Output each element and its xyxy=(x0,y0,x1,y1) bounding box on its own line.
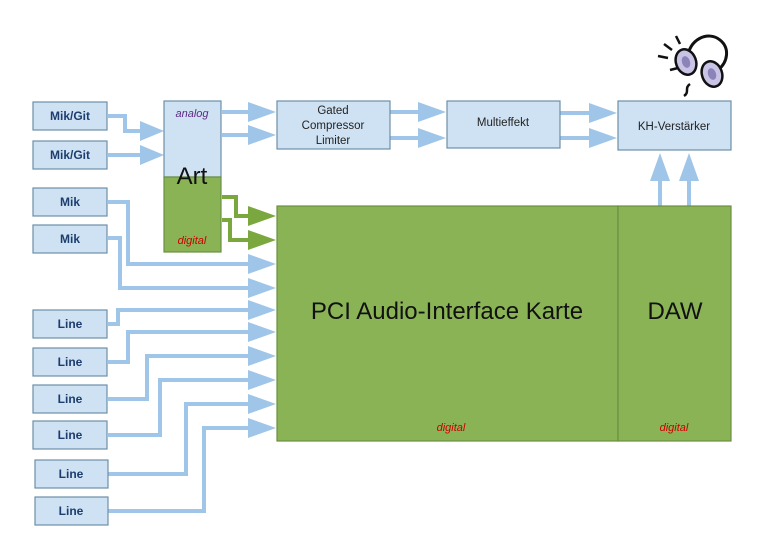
art-box: analog Art digital xyxy=(163,100,222,253)
daw-title: DAW xyxy=(647,298,702,325)
wire-line6-pci xyxy=(108,426,248,513)
input-line-5-label: Line xyxy=(59,467,84,481)
input-line-2-label: Line xyxy=(58,355,83,369)
compressor-label-2: Compressor xyxy=(302,120,365,132)
compressor-label-3: Limiter xyxy=(316,135,351,147)
wire-art-pci-2 xyxy=(222,218,248,242)
arrow-art-pci-2 xyxy=(248,230,276,250)
multieffekt-label: Multieffekt xyxy=(477,117,530,129)
input-line-3: Line xyxy=(32,384,108,414)
arrow-art-comp-1 xyxy=(248,102,276,122)
daw-box: DAW digital xyxy=(617,205,732,442)
input-line-5: Line xyxy=(34,459,109,489)
input-line-2: Line xyxy=(32,347,108,377)
input-line-1-label: Line xyxy=(58,317,83,331)
wire-line2-pci xyxy=(108,330,248,364)
arrow-daw-kh-1 xyxy=(650,153,670,181)
wire-mikgit1-art xyxy=(108,114,140,133)
input-line-4: Line xyxy=(32,420,108,450)
compressor-label-1: Gated xyxy=(317,105,348,117)
multieffekt-box: Multieffekt xyxy=(446,100,561,149)
daw-digital-label: digital xyxy=(660,422,689,434)
arrow-comp-multi-2 xyxy=(418,128,446,148)
pci-card-box: PCI Audio-Interface Karte digital xyxy=(276,205,619,442)
input-mik-2: Mik xyxy=(32,224,108,254)
wire-line1-pci xyxy=(108,308,248,326)
art-digital-label: digital xyxy=(178,235,207,247)
arrow-line4-pci xyxy=(248,370,276,390)
arrow-line3-pci xyxy=(248,346,276,366)
input-line-1: Line xyxy=(32,309,108,339)
input-mik-1-label: Mik xyxy=(60,195,80,209)
wire-art-pci-1 xyxy=(222,195,248,218)
arrow-art-pci-1 xyxy=(248,206,276,226)
arrow-comp-multi-1 xyxy=(418,102,446,122)
input-mik-1: Mik xyxy=(32,187,108,217)
wire-line4-pci xyxy=(108,378,248,437)
input-line-4-label: Line xyxy=(58,428,83,442)
arrow-line1-pci xyxy=(248,300,276,320)
arrow-mikgit1-art xyxy=(140,121,164,141)
headphone-amp-box: KH-Verstärker xyxy=(617,100,732,151)
input-line-3-label: Line xyxy=(58,392,83,406)
compressor-box: Gated Compressor Limiter xyxy=(276,100,391,150)
headphones-icon xyxy=(657,34,728,98)
wire-line5-pci xyxy=(108,402,248,476)
arrow-mikgit2-art xyxy=(140,145,164,165)
arrow-mik1-pci xyxy=(248,254,276,274)
input-mikgit-1: Mik/Git xyxy=(32,101,108,131)
headphone-amp-label: KH-Verstärker xyxy=(638,121,710,133)
arrow-multi-kh-1 xyxy=(589,103,617,123)
art-title: Art xyxy=(177,163,208,190)
art-analog-label: analog xyxy=(175,108,209,120)
input-mikgit-2: Mik/Git xyxy=(32,140,108,170)
input-mikgit-1-label: Mik/Git xyxy=(50,109,90,123)
pci-digital-label: digital xyxy=(437,422,466,434)
arrow-art-comp-2 xyxy=(248,125,276,145)
input-line-6: Line xyxy=(34,496,109,526)
arrow-line5-pci xyxy=(248,394,276,414)
arrow-daw-kh-2 xyxy=(679,153,699,181)
wire-line3-pci xyxy=(108,354,248,401)
input-line-6-label: Line xyxy=(59,504,84,518)
arrow-mik2-pci xyxy=(248,278,276,298)
wire-mik2-pci xyxy=(108,236,248,290)
arrow-multi-kh-2 xyxy=(589,128,617,148)
input-mik-2-label: Mik xyxy=(60,232,80,246)
arrow-line6-pci xyxy=(248,418,276,438)
pci-card-title: PCI Audio-Interface Karte xyxy=(311,298,583,325)
arrow-line2-pci xyxy=(248,322,276,342)
wire-mik1-pci xyxy=(108,200,248,266)
input-mikgit-2-label: Mik/Git xyxy=(50,148,90,162)
